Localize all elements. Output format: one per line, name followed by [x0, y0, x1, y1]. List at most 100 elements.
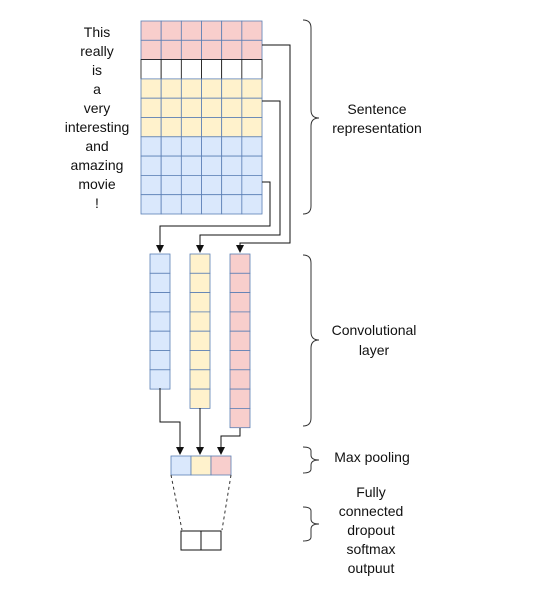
matrix-cell [180, 59, 202, 80]
filter-blue-cell [149, 253, 171, 274]
filter-red-cell [229, 350, 251, 371]
matrix-cell [180, 136, 202, 157]
matrix-cell [221, 174, 243, 196]
filter-red-cell [229, 330, 251, 351]
matrix-cell [201, 97, 223, 118]
matrix-cell [180, 39, 202, 60]
fully-connected-lines [170, 474, 232, 531]
fully-label: outpuut [348, 560, 395, 576]
fully-label: Fully [356, 484, 386, 500]
matrix-cell [201, 155, 223, 176]
word-label: amazing [71, 157, 124, 173]
matrix-cell [221, 39, 243, 60]
matrix-cell [201, 136, 223, 157]
matrix-cell [241, 155, 263, 176]
matrix-cell [241, 194, 263, 215]
filter-yellow-cell [189, 272, 211, 293]
matrix-cell [221, 59, 243, 80]
word-label: really [80, 43, 113, 59]
filter-blue-cell [149, 369, 171, 390]
matrix-cell [180, 117, 202, 138]
matrix-cell [160, 174, 182, 196]
filter-red-cell [229, 272, 251, 293]
matrix-cell [180, 155, 202, 176]
filter-yellow-cell [189, 292, 211, 313]
matrix-cell [180, 174, 202, 196]
matrix-cell [140, 155, 162, 176]
fully-label: connected [339, 503, 404, 519]
matrix-cell [201, 39, 223, 60]
matrix-cell [160, 194, 182, 215]
fc-right-line [221, 474, 232, 531]
matrix-cell [180, 78, 202, 99]
arrow-blue-filter [156, 181, 271, 253]
arrow-blue-pool [159, 388, 184, 455]
matrix-cell [140, 78, 162, 99]
word-label: is [92, 62, 102, 78]
matrix-cell [140, 136, 162, 157]
word-label: and [85, 138, 108, 154]
filter-yellow-cell [189, 311, 211, 332]
filter-blue-cell [149, 330, 171, 351]
fully-label: dropout [347, 522, 395, 538]
brace-conv [302, 254, 320, 427]
stage-labels: Sentence representation Convolutional la… [332, 101, 422, 576]
word-label: interesting [65, 119, 130, 135]
matrix-cell [140, 97, 162, 118]
arrow-red-filter [236, 44, 291, 253]
matrix-cell [241, 97, 263, 118]
pooled-cell [170, 455, 192, 476]
arrow-red-pool [217, 428, 241, 455]
fully-label: softmax [346, 541, 395, 557]
output-vector [180, 530, 222, 551]
matrix-cell [221, 194, 243, 215]
filter-blue-cell [149, 311, 171, 332]
matrix-cell [201, 20, 223, 41]
brace-sentence [302, 19, 320, 215]
filter-red-cell [229, 388, 251, 409]
matrix-cell [201, 174, 223, 196]
filter-yellow-cell [189, 369, 211, 390]
filter-yellow-cell [189, 330, 211, 351]
matrix-cell [241, 20, 263, 41]
braces [302, 19, 320, 542]
filter-blue-cell [149, 292, 171, 313]
matrix-cell [160, 155, 182, 176]
filter-yellow-cell [189, 253, 211, 274]
filter-arrows [156, 44, 291, 253]
matrix-cell [160, 78, 182, 99]
matrix-cell [201, 194, 223, 215]
max-pooled-vector [170, 455, 232, 476]
filter-red-cell [229, 369, 251, 390]
output-cell [180, 530, 202, 551]
filter-red-cell [229, 407, 251, 429]
filter-blue-cell [149, 350, 171, 371]
matrix-cell [140, 39, 162, 60]
matrix-cell [241, 39, 263, 60]
maxpool-label: Max pooling [334, 449, 410, 465]
pooled-cell [190, 455, 212, 476]
matrix-cell [160, 136, 182, 157]
sentence-matrix [140, 20, 263, 215]
conv-filters [149, 253, 251, 429]
matrix-cell [140, 117, 162, 138]
matrix-cell [221, 78, 243, 99]
filter-red-cell [229, 311, 251, 332]
matrix-cell [241, 117, 263, 138]
filter-yellow-cell [189, 388, 211, 409]
matrix-cell [241, 136, 263, 157]
pooled-cell [210, 455, 232, 476]
brace-fully [302, 506, 320, 542]
word-label: ! [95, 195, 99, 211]
matrix-cell [160, 117, 182, 138]
matrix-cell [140, 174, 162, 196]
arrow-yellow-filter [196, 100, 281, 253]
matrix-cell [160, 97, 182, 118]
conv-label: Convolutional [332, 322, 417, 338]
brace-maxpool [302, 446, 320, 474]
matrix-cell [160, 20, 182, 41]
matrix-cell [160, 39, 182, 60]
word-label: movie [78, 176, 116, 192]
matrix-cell [140, 59, 162, 80]
